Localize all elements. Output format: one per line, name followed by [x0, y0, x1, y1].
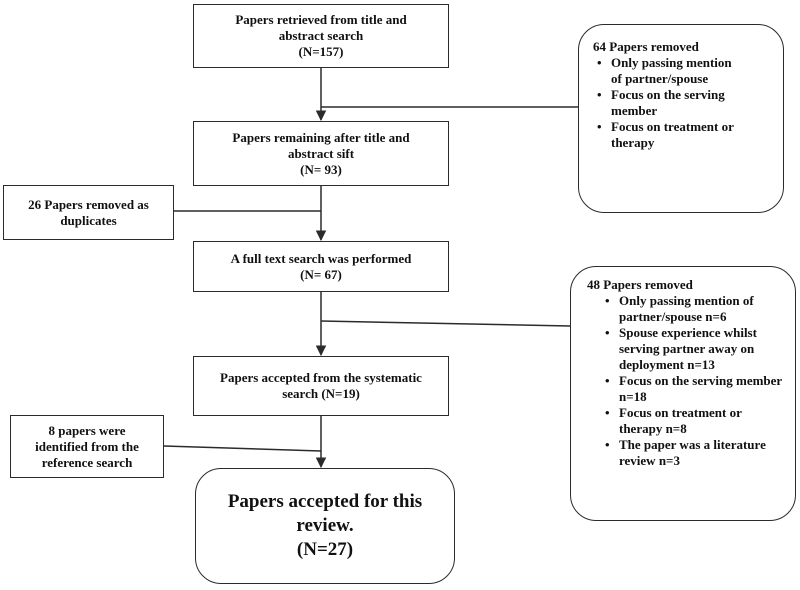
remaining-line-1: Papers remaining after title and: [232, 129, 410, 145]
box-64-papers-removed: 64 Papers removed Only passing mention o…: [578, 24, 784, 213]
removed48-item: The paper was a literature review n=3: [605, 437, 784, 469]
removed48-item: Focus on treatment or therapy n=8: [605, 405, 784, 437]
removed48-item: Only passing mention of partner/spouse n…: [605, 293, 784, 325]
box-duplicates-removed: 26 Papers removed as duplicates: [3, 185, 174, 240]
box-papers-accepted-final: Papers accepted for this review. (N=27): [195, 468, 455, 584]
box-full-text-search: A full text search was performed (N= 67): [193, 241, 449, 292]
accepted-line-2: search (N=19): [282, 386, 360, 401]
reference-line-2: identified from the: [35, 438, 139, 454]
retrieved-line-2: abstract search: [278, 28, 364, 43]
accepted-line-1: Papers accepted from the systematic: [220, 370, 422, 385]
duplicates-line-1: 26 Papers removed as: [28, 196, 149, 212]
duplicates-line-2: duplicates: [60, 212, 117, 228]
box-reference-search: 8 papers were identified from the refere…: [10, 415, 164, 478]
removed64-item: Focus on treatment or therapy: [597, 119, 741, 151]
reference-line-1: 8 papers were: [48, 422, 126, 438]
box-papers-retrieved: Papers retrieved from title and abstract…: [193, 4, 449, 68]
removed48-item: Spouse experience whilst serving partner…: [605, 325, 784, 373]
final-line-2: review.: [296, 515, 354, 536]
retrieved-line-3: (N=157): [298, 44, 344, 59]
removed64-item: Only passing mention of partner/spouse: [597, 55, 741, 87]
box-papers-remaining: Papers remaining after title and abstrac…: [193, 121, 449, 186]
fulltext-line-1: A full text search was performed: [230, 250, 412, 266]
line-from-reference: [163, 445, 322, 452]
removed64-list: Only passing mention of partner/spouse F…: [597, 55, 775, 151]
removed64-item: Focus on the serving member: [597, 87, 741, 119]
removed64-title: 64 Papers removed: [593, 39, 699, 54]
retrieved-line-1: Papers retrieved from title and: [235, 12, 407, 27]
remaining-line-2: abstract sift: [287, 145, 355, 161]
reference-line-3: reference search: [41, 454, 133, 470]
removed48-list: Only passing mention of partner/spouse n…: [605, 293, 789, 469]
removed48-title: 48 Papers removed: [587, 277, 693, 292]
final-line-3: (N=27): [296, 539, 354, 560]
box-accepted-systematic: Papers accepted from the systematic sear…: [193, 356, 449, 416]
final-line-1: Papers accepted for this: [227, 491, 423, 512]
fulltext-line-2: (N= 67): [300, 266, 342, 282]
removed48-item: Focus on the serving member n=18: [605, 373, 784, 405]
remaining-line-3: (N= 93): [300, 161, 342, 177]
line-to-removed48: [320, 320, 571, 327]
box-48-papers-removed: 48 Papers removed Only passing mention o…: [570, 266, 796, 521]
